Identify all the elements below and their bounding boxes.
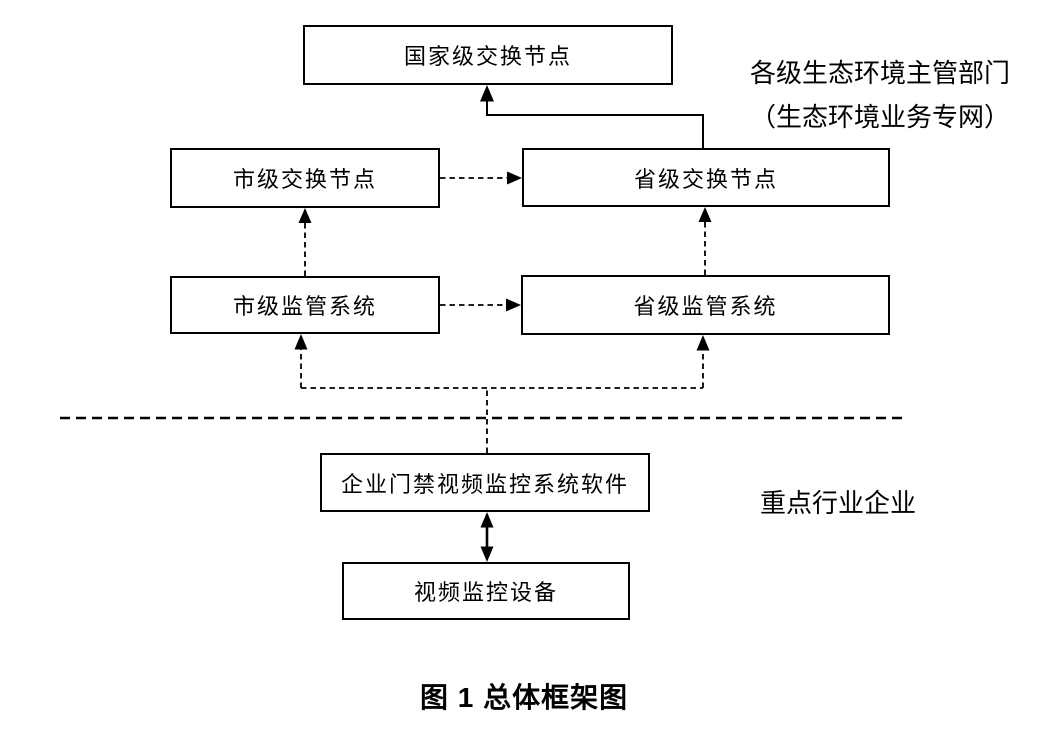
node-city-exchange: 市级交换节点 (170, 148, 440, 208)
solid-arrow-province-exchange-to-national-exchange (480, 85, 704, 148)
annotation-government-zone-line2: （生态环境业务专网） (750, 103, 1011, 132)
annotation-enterprise-zone-label: 重点行业企业 (760, 489, 917, 518)
figure-caption: 图 1 总体框架图 (420, 682, 629, 713)
node-city-supervision: 市级监管系统 (170, 276, 440, 334)
node-province-supervision-label: 省级监管系统 (633, 294, 778, 319)
annotation-enterprise-zone: 重点行业企业 (760, 482, 916, 526)
annotation-government-zone: 各级生态环境主管部门 （生态环境业务专网） (750, 52, 1010, 140)
dashed-arrow-city-supervision-to-province-supervision (440, 298, 521, 312)
dashed-branch-enterprise-software-to-supervision-systems (294, 334, 710, 453)
dashed-arrow-city-exchange-to-province-exchange (440, 171, 522, 185)
node-city-supervision-label: 市级监管系统 (232, 294, 377, 319)
double-arrow-software-to-device (480, 512, 494, 562)
node-national-exchange-label: 国家级交换节点 (403, 44, 572, 69)
node-province-exchange: 省级交换节点 (522, 148, 890, 207)
annotation-government-zone-line1: 各级生态环境主管部门 (750, 59, 1011, 88)
node-province-exchange-label: 省级交换节点 (633, 166, 778, 192)
node-video-device-label: 视频监控设备 (413, 580, 558, 605)
node-province-supervision: 省级监管系统 (521, 275, 890, 335)
node-city-exchange-label: 市级交换节点 (232, 167, 377, 192)
node-enterprise-software: 企业门禁视频监控系统软件 (320, 453, 650, 512)
node-national-exchange: 国家级交换节点 (303, 25, 673, 85)
node-video-device: 视频监控设备 (342, 562, 630, 620)
dashed-arrow-province-supervision-to-province-exchange (698, 207, 712, 275)
dashed-arrow-city-supervision-to-city-exchange (298, 208, 312, 276)
node-enterprise-software-label: 企业门禁视频监控系统软件 (340, 471, 629, 497)
